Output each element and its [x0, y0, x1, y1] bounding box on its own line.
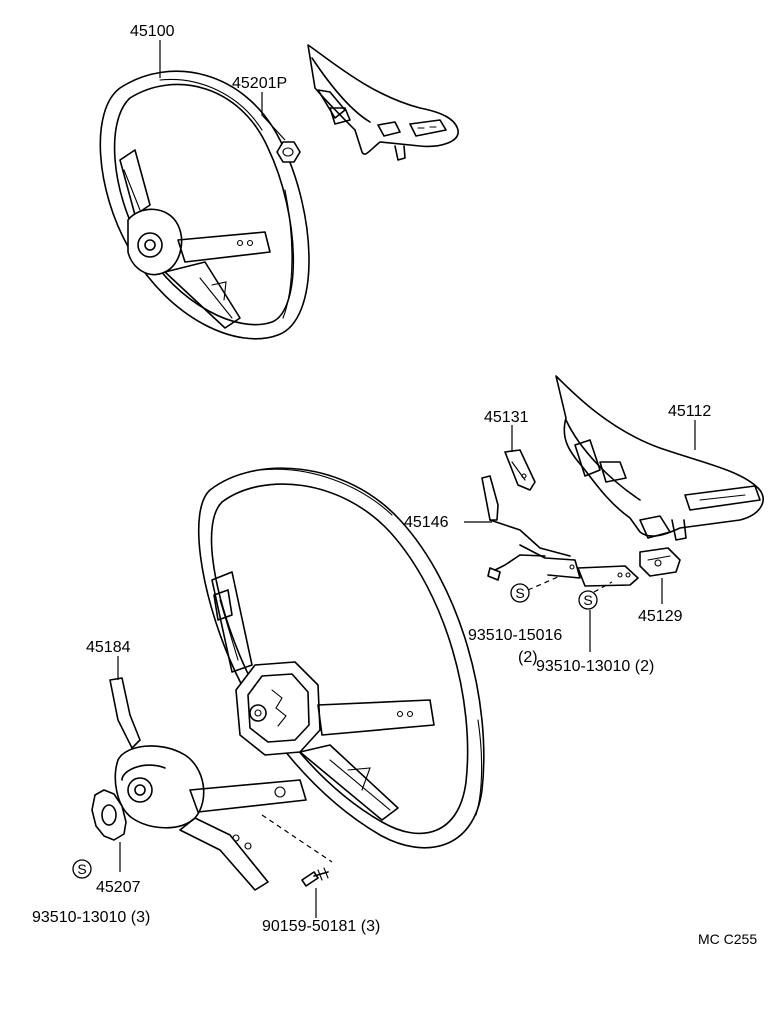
screw-dash-line-b — [593, 581, 613, 593]
nut-45201p — [276, 141, 301, 163]
screw-dash-line-a — [527, 575, 561, 591]
label-45131: 45131 — [484, 409, 529, 426]
label-45184: 45184 — [86, 639, 131, 656]
spacer-ring-45207 — [91, 789, 127, 841]
hub-bracket-45184 — [109, 677, 307, 891]
label-93510-15016-qty: (2) — [518, 649, 538, 666]
horn-pad-45112 — [555, 375, 764, 541]
label-45146: 45146 — [404, 514, 449, 531]
bolt-dash-line — [261, 814, 333, 863]
label-45112: 45112 — [668, 403, 711, 420]
label-93510-13010-b: 93510-13010 (3) — [32, 909, 150, 926]
label-93510-13010-a: 93510-13010 (2) — [536, 658, 654, 675]
steering-wheel-lower — [197, 467, 485, 849]
horn-pad-upper — [307, 44, 459, 161]
label-45207: 45207 — [96, 879, 141, 896]
s-symbol-1: S — [510, 583, 530, 603]
svg-text:S: S — [583, 592, 592, 608]
label-45100: 45100 — [130, 23, 175, 40]
svg-text:S: S — [77, 861, 86, 877]
label-93510-15016: 93510-15016 — [468, 627, 562, 644]
bolt-90159-50181 — [301, 867, 329, 887]
label-90159-50181: 90159-50181 (3) — [262, 918, 380, 935]
label-45129: 45129 — [638, 608, 683, 625]
svg-text:S: S — [515, 585, 524, 601]
emblem-45131 — [504, 449, 536, 491]
steering-wheel-upper — [99, 70, 310, 340]
horn-switch-45129 — [639, 547, 681, 577]
leader-lines — [117, 40, 696, 918]
bracket-45146 — [481, 475, 639, 587]
s-symbol-3: S — [72, 859, 92, 879]
label-45201p: 45201P — [232, 75, 287, 92]
s-symbol-2: S — [578, 590, 598, 610]
reference-code: MC C255 — [698, 931, 757, 947]
